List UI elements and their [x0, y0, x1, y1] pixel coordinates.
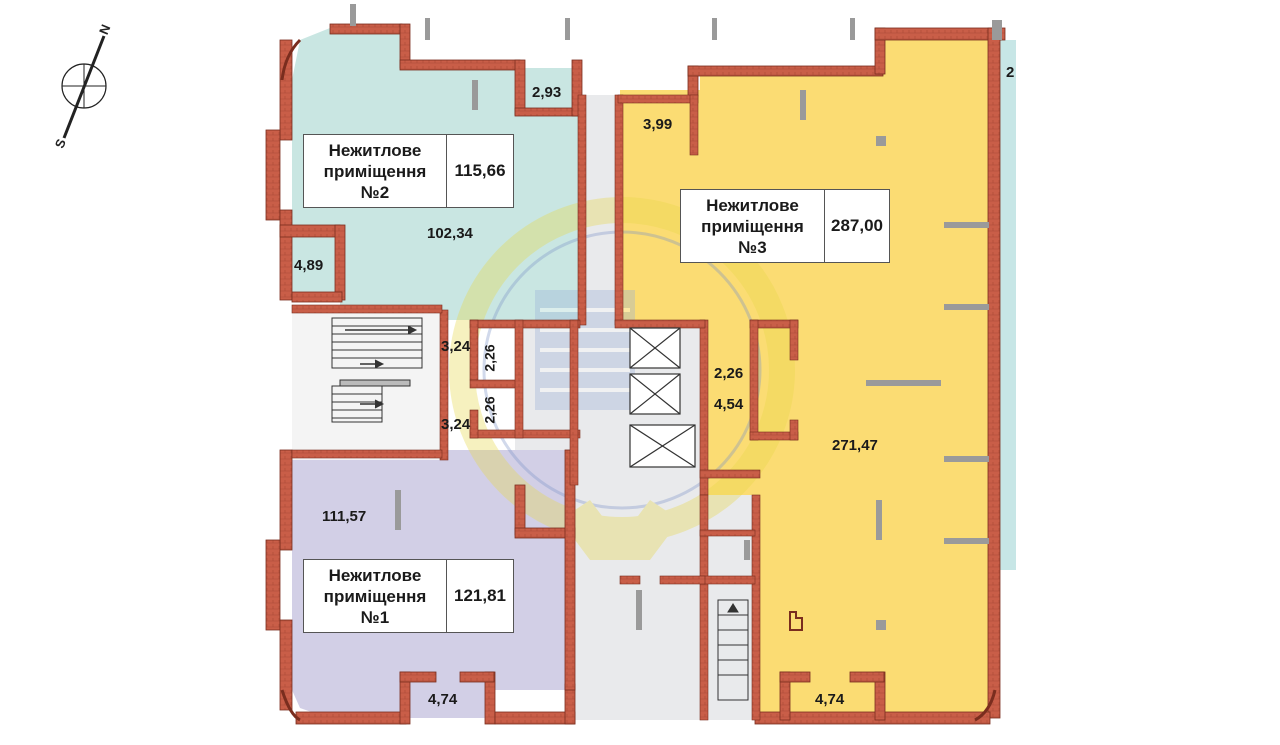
room-area-unit1-wc: 4,74 — [428, 691, 458, 708]
stair-icon — [331, 317, 423, 423]
unit2-label-box: Нежитлове приміщення №2 115,66 — [303, 134, 514, 208]
room-area-unit3-small: 3,99 — [643, 116, 673, 133]
outer-walls — [265, 23, 1006, 725]
unit2-title-line2: приміщення — [323, 161, 427, 181]
unit1-title-line2: приміщення — [323, 586, 427, 606]
room-area-unit3-room-a: 2,26 — [714, 365, 744, 382]
room-area-unit3-main: 271,47 — [832, 437, 878, 454]
room-area-unit3-room-b: 4,54 — [714, 396, 744, 413]
unit3-title-line3: №3 — [738, 237, 767, 257]
unit3-total-area: 287,00 — [831, 216, 883, 235]
unit1-title: Нежитлове приміщення №1 — [304, 560, 447, 632]
unit1-title-line1: Нежитлове — [328, 565, 422, 585]
compass-icon — [61, 35, 107, 139]
room-area-unit2-wc: 4,89 — [294, 257, 324, 274]
unit2-title-line3: №2 — [360, 182, 390, 202]
columns — [350, 4, 1002, 630]
unit1-total-area: 121,81 — [454, 586, 506, 605]
room-area-unit2-small: 2,93 — [532, 84, 562, 101]
curved-glazing-tl — [280, 38, 302, 81]
unit3-title-line1: Нежитлове — [706, 195, 799, 215]
unit3-title: Нежитлове приміщення №3 — [681, 190, 825, 262]
curved-glazing-bl — [280, 689, 301, 722]
right-window-strip — [1000, 40, 1016, 570]
interior-walls — [291, 94, 799, 721]
room-area-unit2-main: 102,34 — [427, 225, 473, 242]
room-area-unit1-main: 111,57 — [322, 508, 367, 525]
room-area-core-c: 2,26 — [481, 344, 498, 372]
stair-icon-2 — [717, 599, 749, 701]
unit3-label-box: Нежитлове приміщення №3 287,00 — [680, 189, 890, 263]
unit2-title: Нежитлове приміщення №2 — [304, 135, 447, 207]
room-area-core-b: 3,24 — [441, 416, 471, 433]
curved-glazing-br — [974, 689, 997, 722]
unit3-title-line2: приміщення — [701, 216, 804, 236]
room-area-unit3-wc: 4,74 — [815, 691, 845, 708]
unit2-title-line1: Нежитлове — [328, 140, 422, 160]
unit1-label-box: Нежитлове приміщення №1 121,81 — [303, 559, 514, 633]
room-area-edge-label: 2 — [1006, 64, 1015, 81]
unit1-title-line3: №1 — [360, 607, 390, 627]
room-area-core-d: 2,26 — [481, 396, 498, 424]
small-feature — [789, 611, 803, 631]
room-area-core-a: 3,24 — [441, 338, 471, 355]
elevator-icon — [629, 327, 696, 468]
unit2-total-area: 115,66 — [454, 161, 506, 180]
